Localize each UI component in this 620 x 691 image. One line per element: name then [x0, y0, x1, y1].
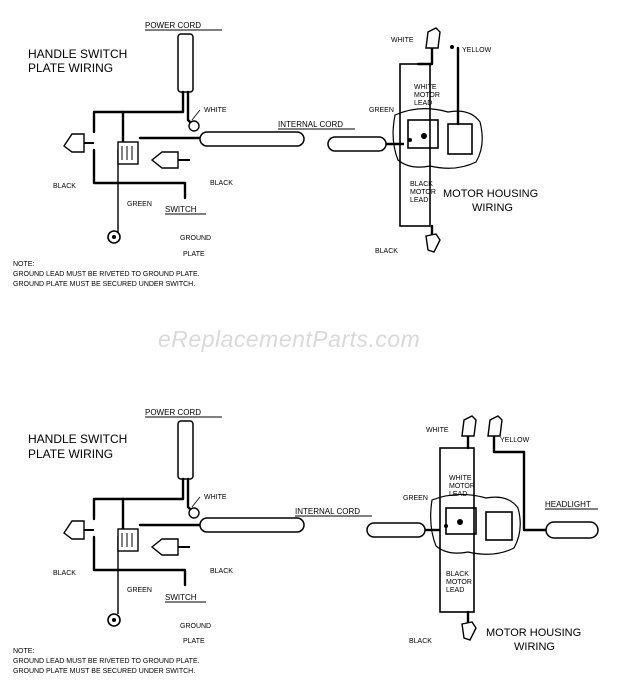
top-note-line2: GROUND PLATE MUST BE SECURED UNDER SWITC… [13, 281, 195, 288]
bottom-black-motor-lead-3: LEAD [446, 587, 464, 594]
bottom-motor-yellow-label: YELLOW [500, 437, 530, 444]
bottom-headlight-label: HEADLIGHT [545, 500, 591, 509]
top-motor-white-label: WHITE [391, 37, 414, 44]
bottom-plate-label: PLATE [183, 638, 205, 645]
top-handle-switch-plate: POWER CORD HANDLE SWITCH PLATE WIRING [13, 21, 355, 288]
top-ground-label: GROUND [180, 235, 211, 242]
bottom-internal-cord-motor-end [366, 522, 426, 538]
bottom-internal-cord-handle-end [199, 517, 305, 533]
top-wire-black [92, 90, 185, 134]
top-white-motor-lead-2: MOTOR [414, 92, 440, 99]
top-internal-cord-motor-end [327, 136, 387, 152]
bottom-housing-outline [430, 493, 521, 555]
bottom-motor-frame [439, 447, 475, 613]
top-black-left-label: BLACK [53, 183, 76, 190]
bottom-power-cord [177, 420, 194, 480]
top-internal-cord-label: INTERNAL CORD [278, 120, 343, 129]
top-motor-housing-title-1: MOTOR HOUSING [443, 188, 538, 200]
bottom-black-left-label: BLACK [53, 570, 76, 577]
top-note-line1: GROUND LEAD MUST BE RIVETED TO GROUND PL… [13, 271, 200, 278]
bottom-wire-nut-right [150, 538, 179, 556]
bottom-white-motor-lead-2: MOTOR [449, 483, 475, 490]
bottom-wire-nut-left [63, 520, 85, 540]
bottom-note-heading: NOTE: [13, 648, 34, 655]
top-handle-title-line1: HANDLE SWITCH [28, 47, 127, 61]
bottom-white-motor-lead-1: WHITE [449, 475, 472, 482]
top-white-wire-nut [425, 27, 441, 49]
watermark: eReplacementParts.com [158, 326, 420, 352]
top-green-label: GREEN [127, 201, 152, 208]
bottom-diagram: POWER CORD HANDLE SWITCH PLATE WIRING IN… [13, 408, 599, 675]
top-black-motor-lead-3: LEAD [410, 197, 428, 204]
top-power-cord-label: POWER CORD [145, 21, 201, 30]
top-black-motor-lead-1: BLACK [410, 181, 433, 188]
bottom-handle-switch-plate: POWER CORD HANDLE SWITCH PLATE WIRING IN… [13, 408, 372, 675]
top-white-motor-lead-3: LEAD [414, 100, 432, 107]
bottom-power-cord-label: POWER CORD [145, 408, 201, 417]
bottom-ground-label: GROUND [180, 623, 211, 630]
bottom-handle-title-line1: HANDLE SWITCH [28, 432, 127, 446]
bottom-white-connector [188, 507, 200, 519]
top-diagram: POWER CORD HANDLE SWITCH PLATE WIRING [13, 21, 538, 288]
bottom-black-right-label: BLACK [210, 568, 233, 575]
top-plate-label: PLATE [183, 251, 205, 258]
bottom-note-line2: GROUND PLATE MUST BE SECURED UNDER SWITC… [13, 668, 195, 675]
top-motor-housing-title-2: WIRING [472, 202, 513, 214]
bottom-handle-title-line2: PLATE WIRING [28, 447, 113, 461]
top-switch-block [117, 141, 139, 165]
bottom-switch-label: SWITCH [165, 593, 197, 602]
top-housing-outline [392, 108, 483, 169]
top-motor-black-label: BLACK [375, 248, 398, 255]
bottom-black-wire-nut [461, 621, 477, 641]
top-motor-yellow-label: YELLOW [462, 47, 492, 54]
top-motor-frame [399, 63, 431, 227]
top-wire-black-2 [92, 148, 187, 200]
top-wire-nut-right [150, 151, 179, 169]
top-black-right-label: BLACK [210, 180, 233, 187]
bottom-white-wire-nut [461, 415, 477, 437]
bottom-motor-housing-title-1: MOTOR HOUSING [486, 627, 581, 639]
top-handle-title-line2: PLATE WIRING [28, 61, 113, 75]
bottom-headlight [545, 521, 599, 539]
bottom-green-label: GREEN [127, 587, 152, 594]
top-white-label: WHITE [204, 107, 227, 114]
top-motor-green-label: GREEN [369, 107, 394, 114]
top-wire-nut-left [63, 133, 85, 153]
bottom-white-label: WHITE [204, 494, 227, 501]
bottom-motor-green-label: GREEN [403, 495, 428, 502]
top-white-connector [188, 120, 200, 132]
bottom-motor-black-label: BLACK [409, 638, 432, 645]
top-black-motor-lead-2: MOTOR [410, 189, 436, 196]
bottom-yellow-wire-nut [487, 415, 503, 437]
bottom-motor-housing: HEADLIGHT WHITE YELLOW GREEN WHITE MOTOR… [366, 415, 599, 653]
top-motor-housing: WHITE YELLOW GREEN WHITE MOTOR LEAD BLAC… [327, 27, 538, 255]
top-internal-cord-handle-end [199, 131, 305, 147]
bottom-black-motor-lead-2: MOTOR [446, 579, 472, 586]
top-black-wire-nut [425, 233, 441, 253]
bottom-white-motor-lead-3: LEAD [449, 491, 467, 498]
top-white-motor-lead-1: WHITE [414, 84, 437, 91]
bottom-motor-white-label: WHITE [426, 427, 449, 434]
bottom-black-motor-lead-1: BLACK [446, 571, 469, 578]
bottom-note-line1: GROUND LEAD MUST BE RIVETED TO GROUND PL… [13, 658, 200, 665]
top-power-cord [177, 33, 194, 93]
bottom-motor-housing-title-2: WIRING [514, 641, 555, 653]
bottom-internal-cord-label: INTERNAL CORD [295, 507, 360, 516]
bottom-switch-block [117, 528, 139, 552]
top-switch-label: SWITCH [165, 205, 197, 214]
top-note-heading: NOTE: [13, 261, 34, 268]
